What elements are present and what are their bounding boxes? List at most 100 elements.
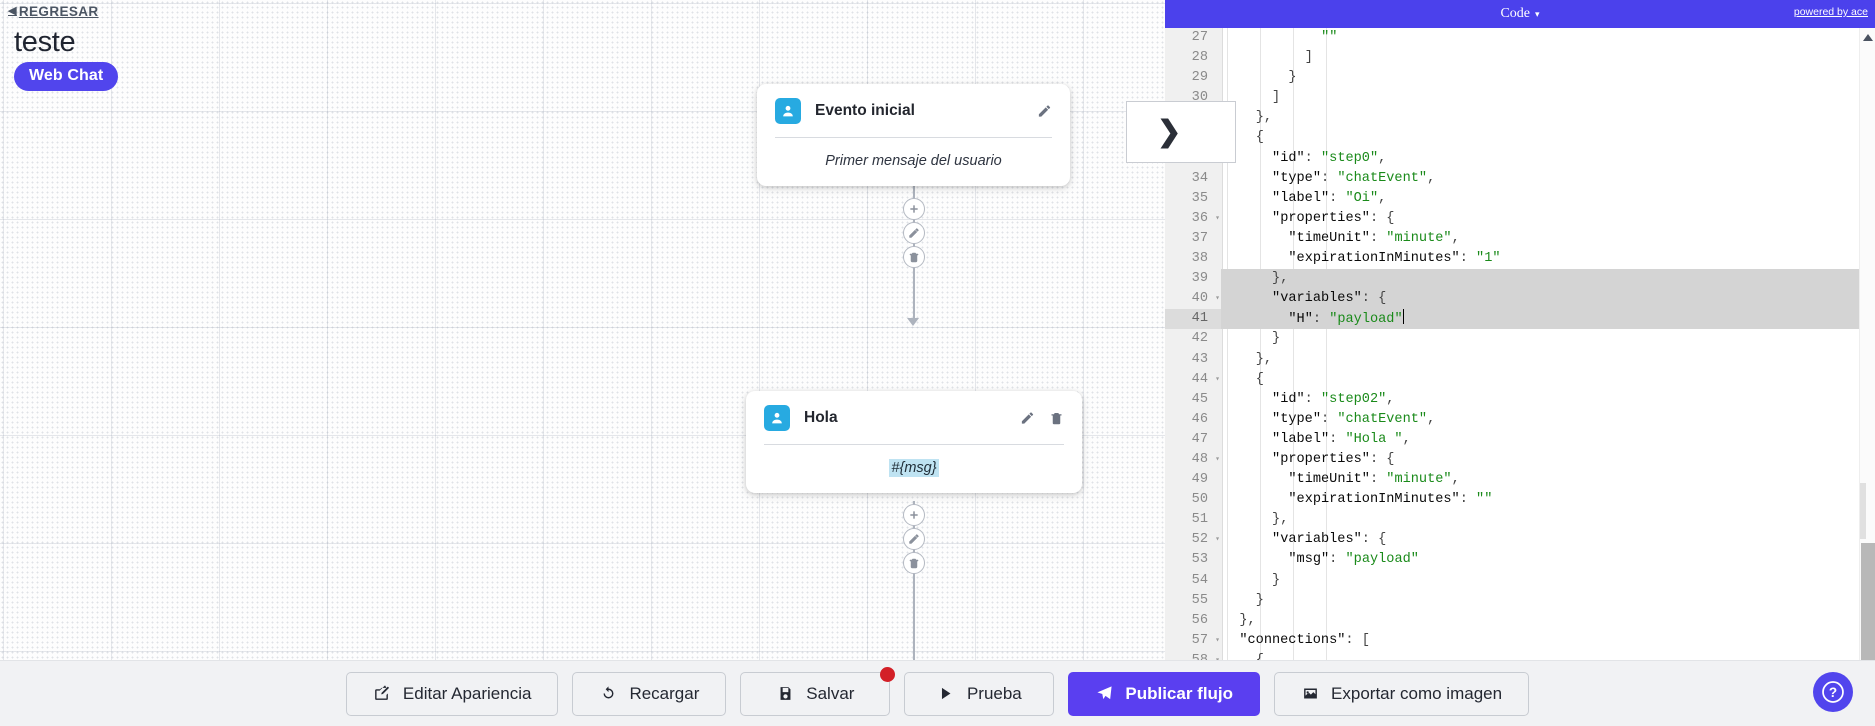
connector-add-button[interactable] xyxy=(903,504,925,526)
gutter-line-45[interactable]: 45 xyxy=(1191,391,1208,407)
code-line-54[interactable]: } xyxy=(1272,572,1281,588)
gutter-line-35[interactable]: 35 xyxy=(1191,190,1208,206)
gutter-line-36[interactable]: 36▾ xyxy=(1165,209,1222,229)
code-line-39[interactable]: }, xyxy=(1221,269,1875,290)
flow-node-hola[interactable]: Hola #{msg} xyxy=(746,391,1082,493)
code-line-29[interactable]: } xyxy=(1288,70,1297,86)
fold-toggle-icon[interactable]: ▾ xyxy=(1215,635,1220,645)
code-editor-area[interactable]: 272829303132▾33343536▾37383940▾41424344▾… xyxy=(1165,28,1875,660)
gutter-line-57[interactable]: 57▾ xyxy=(1165,631,1222,651)
code-line-27[interactable]: "" xyxy=(1321,30,1338,45)
toolbar-button-prueba[interactable]: Prueba xyxy=(904,671,1055,716)
flow-node-evento-inicial[interactable]: Evento inicial Primer mensaje del usuari… xyxy=(757,84,1070,186)
gutter-line-42[interactable]: 42 xyxy=(1191,331,1208,347)
gutter-line-53[interactable]: 53 xyxy=(1191,552,1208,568)
code-line-41[interactable]: "H": "payload" xyxy=(1221,309,1875,330)
gutter-line-43[interactable]: 43 xyxy=(1191,351,1208,367)
gutter-line-47[interactable]: 47 xyxy=(1191,431,1208,447)
connector-delete-button[interactable] xyxy=(903,552,925,574)
gutter-line-55[interactable]: 55 xyxy=(1191,592,1208,608)
fold-toggle-icon[interactable]: ▾ xyxy=(1215,374,1220,384)
code-line-45[interactable]: "id": "step02", xyxy=(1272,391,1395,407)
fold-toggle-icon[interactable]: ▾ xyxy=(1215,535,1220,545)
gutter-line-38[interactable]: 38 xyxy=(1191,251,1208,267)
code-line-48[interactable]: "properties": { xyxy=(1272,451,1395,467)
pencil-icon[interactable] xyxy=(1020,410,1035,426)
gutter-line-40[interactable]: 40▾ xyxy=(1165,289,1222,309)
code-scrollbar[interactable] xyxy=(1859,28,1875,660)
gutter-line-28[interactable]: 28 xyxy=(1191,50,1208,66)
code-line-56[interactable]: }, xyxy=(1239,612,1256,628)
gutter-line-56[interactable]: 56 xyxy=(1191,612,1208,628)
code-line-28[interactable]: ] xyxy=(1304,50,1313,66)
gutter-line-50[interactable]: 50 xyxy=(1191,492,1208,508)
connector-edit-button[interactable] xyxy=(903,528,925,550)
code-line-55[interactable]: } xyxy=(1255,592,1264,608)
code-line-53[interactable]: "msg": "payload" xyxy=(1288,552,1419,568)
fold-toggle-icon[interactable]: ▾ xyxy=(1215,454,1220,464)
gutter-line-58[interactable]: 58▾ xyxy=(1165,651,1222,660)
toolbar-button-publicar-flujo[interactable]: Publicar flujo xyxy=(1068,671,1261,716)
code-line-50[interactable]: "expirationInMinutes": "" xyxy=(1288,492,1493,508)
gutter-line-39[interactable]: 39 xyxy=(1191,271,1208,287)
toolbar-button-editar-apariencia[interactable]: Editar Apariencia xyxy=(345,671,559,716)
code-line-43[interactable]: }, xyxy=(1255,351,1273,367)
fold-toggle-icon[interactable]: ▾ xyxy=(1215,213,1220,223)
code-line-34[interactable]: "type": "chatEvent", xyxy=(1272,170,1436,186)
toolbar-button-exportar-como-imagen[interactable]: Exportar como imagen xyxy=(1274,671,1530,716)
code-line-38[interactable]: "expirationInMinutes": "1" xyxy=(1288,251,1501,267)
code-editor-panel[interactable]: Code ▾ powered by ace 272829303132▾33343… xyxy=(1165,0,1875,660)
flow-canvas[interactable]: ◀ REGRESAR teste Web Chat Eve xyxy=(0,0,1165,660)
code-line-32[interactable]: { xyxy=(1255,130,1264,146)
gutter-line-48[interactable]: 48▾ xyxy=(1165,450,1222,470)
trash-icon[interactable] xyxy=(1049,410,1064,426)
connector-actions-1[interactable] xyxy=(903,198,925,268)
gutter-line-41[interactable]: 41 xyxy=(1165,309,1222,330)
connector-delete-button[interactable] xyxy=(903,246,925,268)
connector-actions-2[interactable] xyxy=(903,504,925,574)
code-line-36[interactable]: "properties": { xyxy=(1272,210,1395,226)
code-line-35[interactable]: "label": "Oi", xyxy=(1272,190,1387,206)
code-line-46[interactable]: "type": "chatEvent", xyxy=(1272,411,1436,427)
toolbar-button-salvar[interactable]: Salvar xyxy=(740,666,896,716)
toolbar-button-recargar[interactable]: Recargar xyxy=(572,671,727,716)
powered-by-ace-link[interactable]: powered by ace xyxy=(1793,6,1868,18)
code-line-57[interactable]: "connections": [ xyxy=(1239,632,1370,648)
gutter-line-37[interactable]: 37 xyxy=(1191,230,1208,246)
connector-edit-button[interactable] xyxy=(903,222,925,244)
code-line-44[interactable]: { xyxy=(1255,371,1264,387)
gutter-line-34[interactable]: 34 xyxy=(1191,170,1208,186)
code-panel-title-dropdown[interactable]: Code ▾ xyxy=(1500,6,1539,22)
code-line-30[interactable]: ] xyxy=(1272,90,1281,106)
connector-add-button[interactable] xyxy=(903,198,925,220)
code-content[interactable]: "" ] } ] }, { "id": "step0", "type": "ch… xyxy=(1221,28,1875,660)
scroll-up-arrow-icon[interactable] xyxy=(1863,34,1873,41)
gutter-line-52[interactable]: 52▾ xyxy=(1165,530,1222,550)
code-line-37[interactable]: "timeUnit": "minute", xyxy=(1288,230,1460,246)
gutter-line-51[interactable]: 51 xyxy=(1191,512,1208,528)
node-actions[interactable] xyxy=(1020,410,1064,426)
gutter-line-54[interactable]: 54 xyxy=(1191,572,1208,588)
code-line-33[interactable]: "id": "step0", xyxy=(1272,150,1387,166)
code-line-47[interactable]: "label": "Hola ", xyxy=(1272,431,1411,447)
gutter-line-27[interactable]: 27 xyxy=(1191,30,1208,45)
code-line-49[interactable]: "timeUnit": "minute", xyxy=(1288,472,1460,488)
code-line-52[interactable]: "variables": { xyxy=(1272,532,1387,548)
back-link[interactable]: ◀ REGRESAR xyxy=(8,4,99,19)
scrollbar-thumb[interactable] xyxy=(1861,543,1875,660)
code-line-51[interactable]: }, xyxy=(1272,512,1289,528)
help-button[interactable]: ? xyxy=(1813,672,1853,712)
fold-toggle-icon[interactable]: ▾ xyxy=(1215,294,1220,304)
code-line-31[interactable]: }, xyxy=(1255,110,1273,126)
code-line-42[interactable]: } xyxy=(1272,331,1281,347)
gutter-line-29[interactable]: 29 xyxy=(1191,70,1208,86)
code-panel-collapse-toggle[interactable]: ❯ xyxy=(1126,101,1236,163)
pencil-icon[interactable] xyxy=(1037,103,1052,119)
fold-toggle-icon[interactable]: ▾ xyxy=(1215,651,1220,660)
node-actions[interactable] xyxy=(1037,103,1052,119)
code-line-58[interactable]: { xyxy=(1223,651,1861,660)
gutter-line-49[interactable]: 49 xyxy=(1191,472,1208,488)
gutter-line-46[interactable]: 46 xyxy=(1191,411,1208,427)
gutter-line-44[interactable]: 44▾ xyxy=(1165,370,1222,390)
code-line-40[interactable]: "variables": { xyxy=(1221,289,1875,310)
